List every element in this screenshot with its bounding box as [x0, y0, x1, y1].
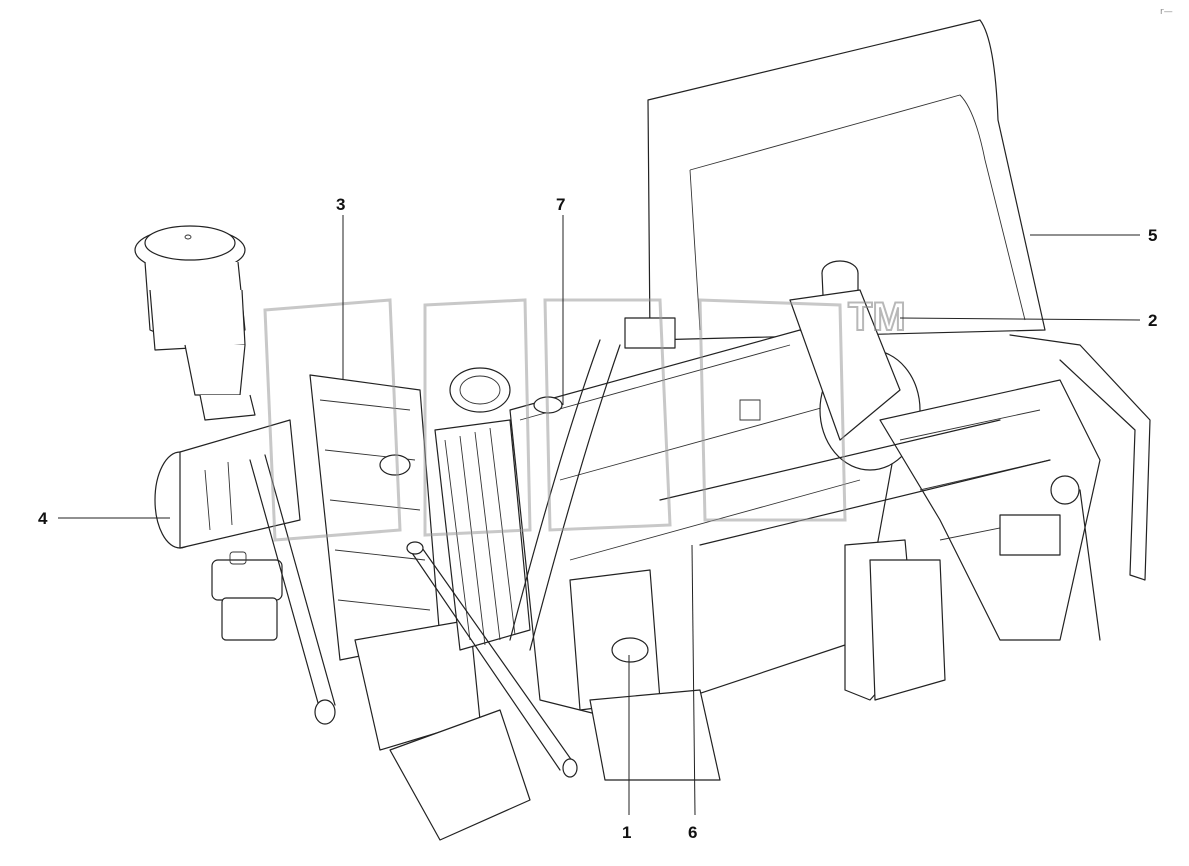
callout-6: 6 [688, 823, 697, 842]
expansion-tank [211, 551, 283, 641]
radiator [309, 374, 531, 841]
callout-4: 4 [38, 509, 48, 528]
callout-7: 7 [556, 195, 565, 214]
callout-3: 3 [336, 195, 345, 214]
watermark-tm: TM [848, 295, 906, 339]
callout-1: 1 [622, 823, 631, 842]
cab-hood [647, 19, 1151, 581]
gearbox-linkage [844, 379, 1101, 701]
fan-belt-assembly [434, 367, 531, 651]
callouts: 1 2 3 4 5 6 7 [38, 195, 1157, 842]
callout-2: 2 [1148, 311, 1157, 330]
air-filter [134, 225, 256, 421]
corner-mark: r— [1160, 7, 1173, 17]
watermark: TM [263, 294, 907, 542]
intake-pipe [154, 419, 301, 549]
engine-block [509, 317, 901, 781]
hoses-rods [249, 339, 1051, 778]
leader-lines [58, 215, 1141, 816]
callout-5: 5 [1148, 226, 1157, 245]
